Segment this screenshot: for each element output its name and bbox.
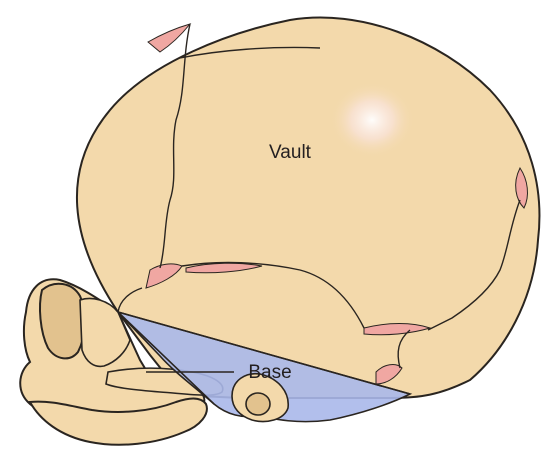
posterior-fontanelle — [515, 167, 528, 209]
external-auditory-meatus — [245, 392, 271, 416]
cranium-outline — [75, 16, 541, 399]
coronal-suture-fontanelle — [145, 263, 183, 289]
mastoid-fontanelle — [375, 364, 403, 385]
sagittal-suture — [179, 46, 321, 59]
lambdoid-suture-membrane — [363, 323, 432, 336]
lambdoid-suture — [427, 199, 521, 331]
maxilla — [79, 297, 131, 368]
coronal-suture — [159, 23, 191, 269]
base-boundary-line-lower — [117, 311, 215, 405]
orbit — [39, 282, 86, 360]
vault-highlight — [330, 82, 414, 158]
squamous-suture — [181, 261, 365, 329]
squamous-suture-membrane — [185, 262, 263, 274]
mandible — [28, 397, 208, 446]
frontal-suture-curve — [117, 287, 143, 313]
base-label: Base — [248, 362, 291, 383]
base-boundary-line — [117, 311, 411, 395]
anterior-fontanelle — [147, 23, 192, 53]
vault-label: Vault — [269, 142, 312, 163]
occipitomastoid-suture — [397, 329, 411, 369]
